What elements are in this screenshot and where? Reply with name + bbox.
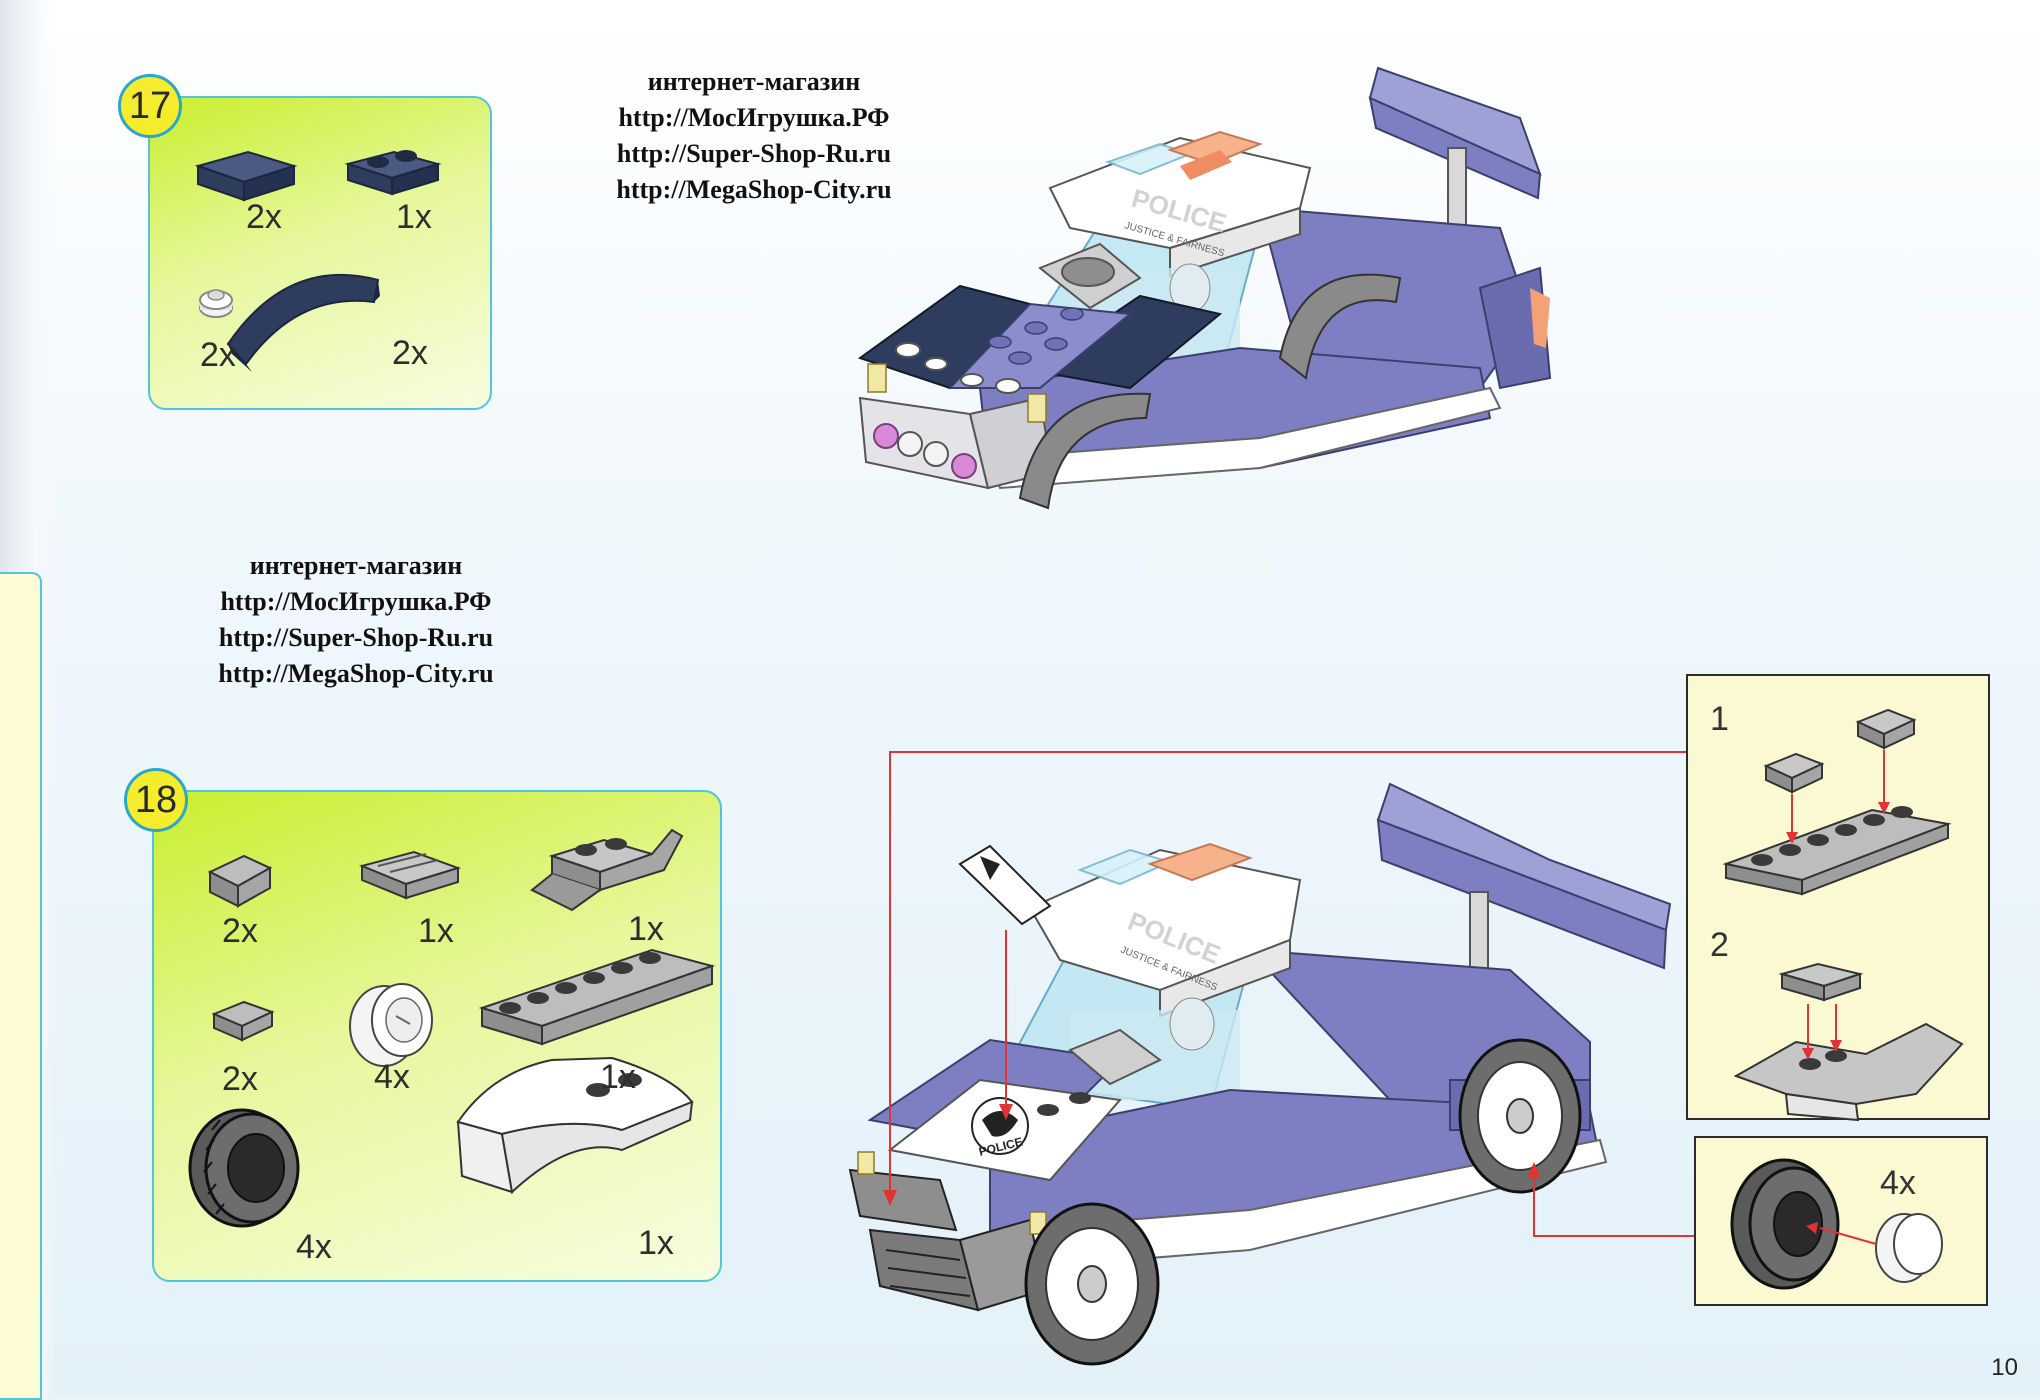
white-hood-wedge-icon: [456, 1056, 694, 1194]
step-18-qty-2: 1x: [418, 912, 454, 950]
step-18-qty-1: 2x: [222, 912, 258, 950]
watermark-link-1[interactable]: http://МосИгрушка.РФ: [618, 103, 890, 132]
substep-number-1: 1: [1710, 700, 1729, 738]
previous-page-panel-edge: [0, 572, 42, 1400]
step-18-qty-4: 2x: [222, 1060, 258, 1098]
step-18-qty-5: 4x: [374, 1058, 410, 1096]
gray-plate-1x6-icon: [478, 948, 716, 1046]
watermark-block-middle: интернет-магазин http://МосИгрушка.РФ ht…: [186, 548, 526, 692]
watermark-title: интернет-магазин: [249, 551, 463, 580]
wheel-qty: 4x: [1880, 1164, 1916, 1202]
substep-number-2: 2: [1710, 926, 1729, 964]
step-17-qty-1: 2x: [246, 198, 282, 236]
step-17-parts-illustrations: [194, 150, 442, 372]
watermark-block-top: интернет-магазин http://МосИгрушка.РФ ht…: [584, 64, 924, 208]
watermark-link-3[interactable]: http://MegaShop-City.ru: [218, 659, 494, 688]
watermark-link-1[interactable]: http://МосИгрушка.РФ: [220, 587, 492, 616]
substep-1-plate: [1722, 708, 1952, 896]
step-17-qty-2: 1x: [396, 198, 432, 236]
white-round-plate-icon: [199, 289, 233, 318]
step-18-qty-6: 1x: [600, 1058, 636, 1096]
watermark-link-3[interactable]: http://MegaShop-City.ru: [616, 175, 892, 204]
step-17-qty-3: 2x: [200, 336, 236, 374]
substep-illustrations: [1722, 708, 1964, 1122]
step-18-qty-7: 4x: [296, 1228, 332, 1266]
substep-2-assembly: [1733, 962, 1964, 1122]
tire-icon: [188, 1108, 300, 1228]
dark-blue-plate-icon: [344, 150, 442, 196]
step-17-qty-4: 2x: [392, 334, 428, 372]
wheel-assembly-illustration: [1730, 1158, 1943, 1290]
step-18-qty-8: 1x: [638, 1224, 674, 1262]
step-17-badge: 17: [118, 74, 182, 138]
watermark-link-2[interactable]: http://Super-Shop-Ru.ru: [218, 623, 494, 652]
step-18-badge: 18: [124, 768, 188, 832]
dark-blue-tile-icon: [194, 150, 298, 202]
step-18-parts-illustrations: [188, 828, 716, 1228]
watermark-title: интернет-магазин: [647, 67, 861, 96]
step-17-car-illustration: POLICE JUSTICE & FAIRNESS: [857, 66, 1552, 510]
gray-bracket-plate-icon: [530, 828, 684, 912]
step-18-car-illustration: POLICE JUSTICE & FAIRNESS POLICE: [848, 782, 1672, 1366]
step-18-qty-3: 1x: [628, 910, 664, 948]
step-17-parts-panel: [148, 96, 492, 410]
gray-grille-tile-icon: [358, 850, 462, 900]
watermark-link-2[interactable]: http://Super-Shop-Ru.ru: [616, 139, 892, 168]
dark-blue-curved-slope-icon: [226, 273, 380, 372]
gray-tile-1x1-icon: [211, 1000, 275, 1042]
gray-slope-icon: [207, 854, 273, 908]
page-number: 10: [1991, 1354, 2018, 1381]
white-rim-icon: [349, 983, 433, 1067]
